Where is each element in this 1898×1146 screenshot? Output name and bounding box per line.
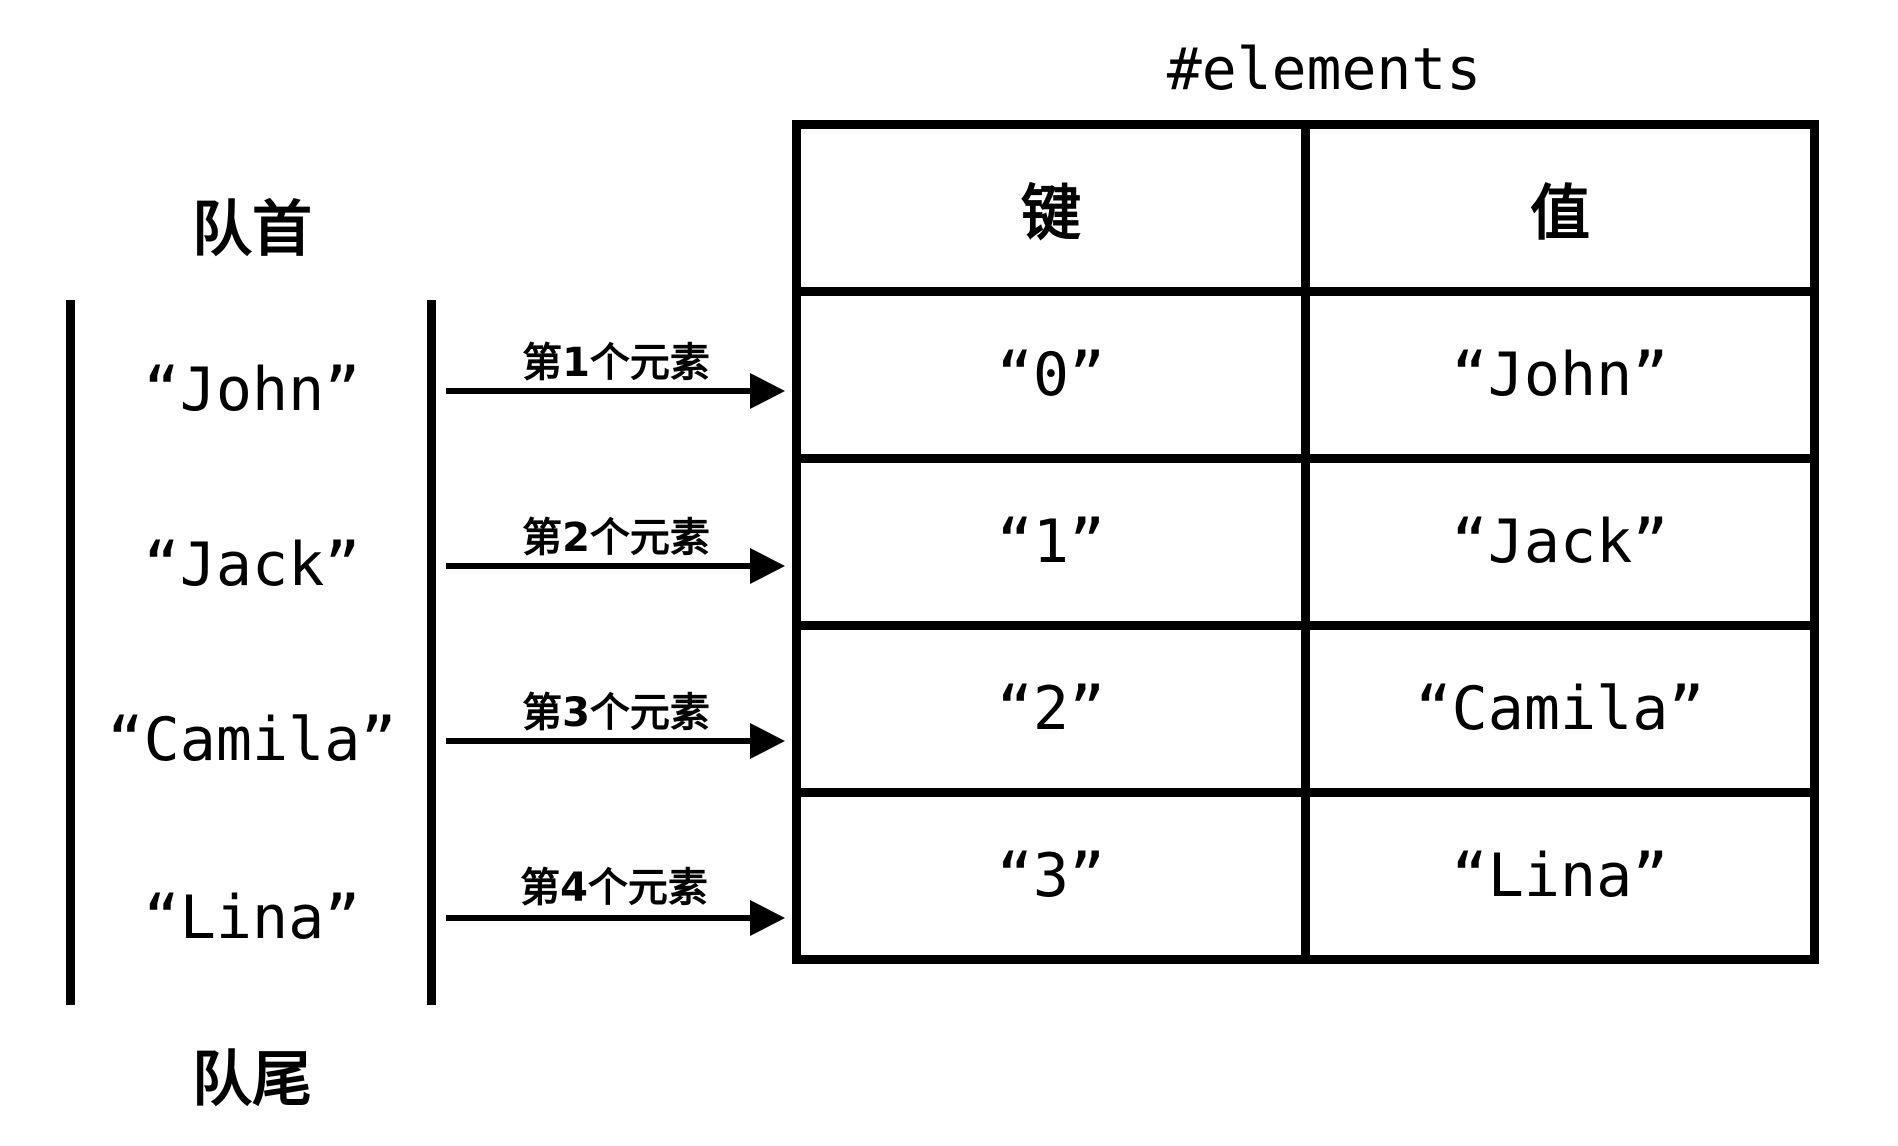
value-cell: “Camila”	[1301, 621, 1819, 797]
key-cell: “3”	[792, 788, 1310, 964]
queue-right-wall	[427, 300, 436, 1005]
queue-item: “Camila”	[107, 705, 397, 775]
queue-head-label: 队首	[192, 195, 312, 265]
table-row: “1” “Jack”	[792, 454, 1819, 630]
arrow-right-icon	[446, 373, 785, 409]
table-header-row: 键 值	[792, 120, 1819, 296]
key-header: 键	[792, 120, 1310, 296]
elements-title: #elements	[1166, 35, 1482, 103]
elements-table: 键 值 “0” “John” “1” “Jack” “2” “Camila” “…	[792, 120, 1819, 964]
arrow-right-icon	[446, 900, 785, 936]
arrow-right-icon	[446, 723, 785, 759]
queue-left-wall	[66, 300, 75, 1005]
value-cell: “Jack”	[1301, 454, 1819, 630]
table-row: “0” “John”	[792, 287, 1819, 463]
key-cell: “1”	[792, 454, 1310, 630]
queue-tail-label: 队尾	[192, 1045, 312, 1115]
table-row: “2” “Camila”	[792, 621, 1819, 797]
queue-item: “Jack”	[143, 530, 361, 600]
value-header: 值	[1301, 120, 1819, 296]
arrow-right-icon	[446, 548, 785, 584]
arrow-label: 第1个元素	[522, 340, 710, 386]
key-cell: “2”	[792, 621, 1310, 797]
queue-item: “John”	[143, 355, 361, 425]
key-cell: “0”	[792, 287, 1310, 463]
arrow-label: 第3个元素	[522, 690, 710, 736]
arrow-label: 第2个元素	[522, 515, 710, 561]
table-row: “3” “Lina”	[792, 788, 1819, 964]
arrow-label: 第4个元素	[520, 865, 708, 911]
queue-item: “Lina”	[143, 883, 361, 953]
value-cell: “John”	[1301, 287, 1819, 463]
value-cell: “Lina”	[1301, 788, 1819, 964]
